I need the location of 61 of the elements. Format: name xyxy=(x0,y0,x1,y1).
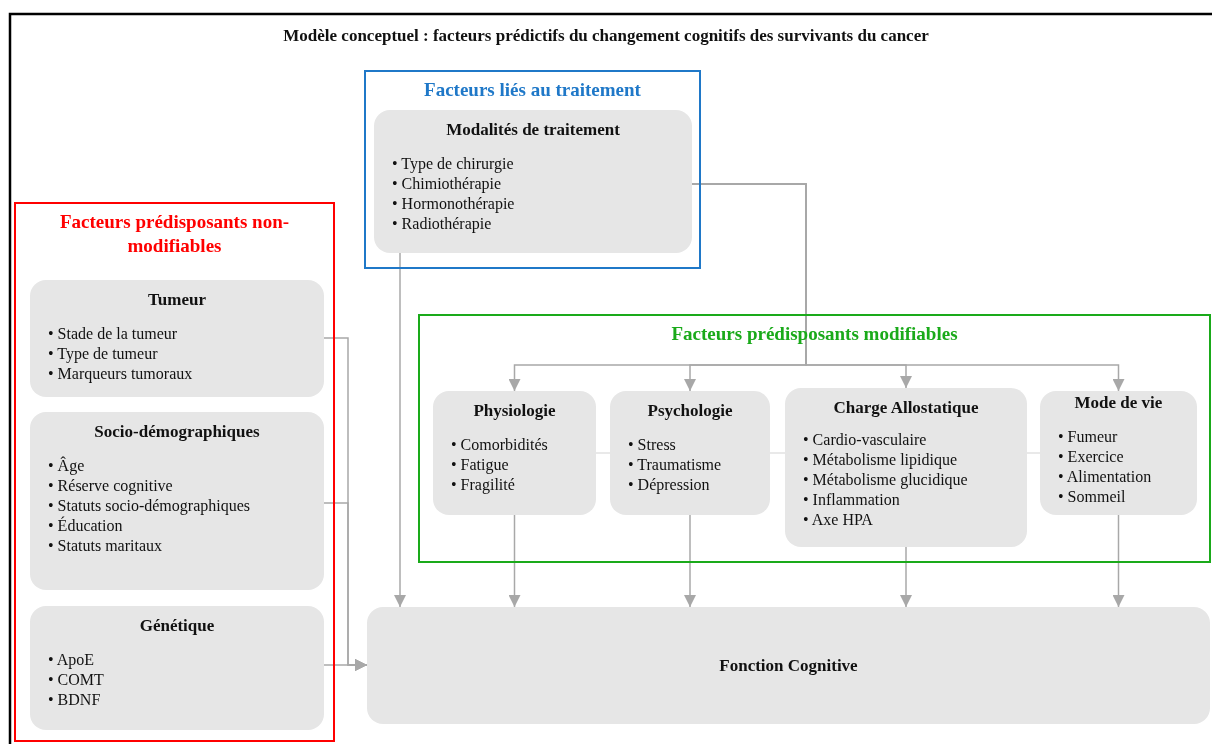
list-item: • Cardio-vasculaire xyxy=(803,430,928,450)
list-item: • Éducation xyxy=(48,516,124,536)
treatment-factors-group xyxy=(364,70,701,269)
modifiable-factors-group xyxy=(418,314,1211,563)
list-item: • Marqueurs tumoraux xyxy=(48,364,194,384)
connector-arrow xyxy=(508,514,521,608)
list-item: • Exercice xyxy=(1058,447,1125,467)
list-item: • Métabolisme glucidique xyxy=(803,470,969,490)
list-item: • Comorbidités xyxy=(451,435,549,455)
factor-box xyxy=(785,388,1027,547)
list-item: • BDNF xyxy=(48,690,102,710)
list-item: • Stress xyxy=(628,435,677,455)
box-heading: Fonction Cognitive xyxy=(719,655,858,676)
box-heading: Psychologie xyxy=(646,401,734,421)
factor-box xyxy=(30,606,324,730)
factor-box xyxy=(367,607,1210,724)
connector-arrow xyxy=(323,659,368,671)
group-heading: Facteurs prédisposants non-modifiables xyxy=(58,210,291,258)
list-item: • Stade de la tumeur xyxy=(48,324,179,344)
box-heading: Génétique xyxy=(138,616,216,636)
box-heading: Mode de vie xyxy=(1073,393,1164,413)
connector-arrow xyxy=(1112,514,1125,608)
list-item: • Traumatisme xyxy=(628,455,723,475)
list-item: • Fatigue xyxy=(451,455,510,475)
list-item: • Dépression xyxy=(628,475,711,495)
list-item: • Fragilité xyxy=(451,475,516,495)
box-heading: Physiologie xyxy=(472,401,557,421)
box-heading: Charge Allostatique xyxy=(832,398,980,418)
connector-arrow xyxy=(900,546,912,608)
factor-box xyxy=(374,110,692,253)
connector-arrow xyxy=(394,252,406,608)
list-item: • Réserve cognitive xyxy=(48,476,174,496)
list-item: • Chimiothérapie xyxy=(392,174,503,194)
factor-box xyxy=(30,280,324,397)
list-item: • ApoE xyxy=(48,650,96,670)
list-item: • Statuts maritaux xyxy=(48,536,164,556)
diagram-title: Modèle conceptuel : facteurs prédictifs du changement cognitifs des survivants du cancer xyxy=(282,26,930,46)
list-item: • Fumeur xyxy=(1058,427,1119,447)
list-item: • Sommeil xyxy=(1058,487,1127,507)
connector-arrow xyxy=(684,514,696,608)
group-heading: Facteurs liés au traitement xyxy=(423,78,642,102)
list-item: • COMT xyxy=(48,670,105,690)
list-item: • Alimentation xyxy=(1058,467,1153,487)
box-heading: Socio-démographiques xyxy=(93,422,261,442)
factor-box xyxy=(433,391,596,515)
factor-box xyxy=(1040,391,1197,515)
list-item: • Radiothérapie xyxy=(392,214,493,234)
list-item: • Métabolisme lipidique xyxy=(803,450,959,470)
list-item: • Hormonothérapie xyxy=(392,194,516,214)
box-heading: Tumeur xyxy=(147,290,207,310)
list-item: • Type de tumeur xyxy=(48,344,159,364)
group-heading: Facteurs prédisposants modifiables xyxy=(670,322,959,346)
non-modifiable-factors-group xyxy=(14,202,335,742)
factor-box xyxy=(30,412,324,590)
list-item: • Statuts socio-démographiques xyxy=(48,496,251,516)
list-item: • Axe HPA xyxy=(803,510,874,530)
factor-box xyxy=(610,391,770,515)
box-heading: Modalités de traitement xyxy=(445,120,621,140)
list-item: • Inflammation xyxy=(803,490,901,510)
list-item: • Type de chirurgie xyxy=(392,154,515,174)
list-item: • Âge xyxy=(48,456,86,476)
